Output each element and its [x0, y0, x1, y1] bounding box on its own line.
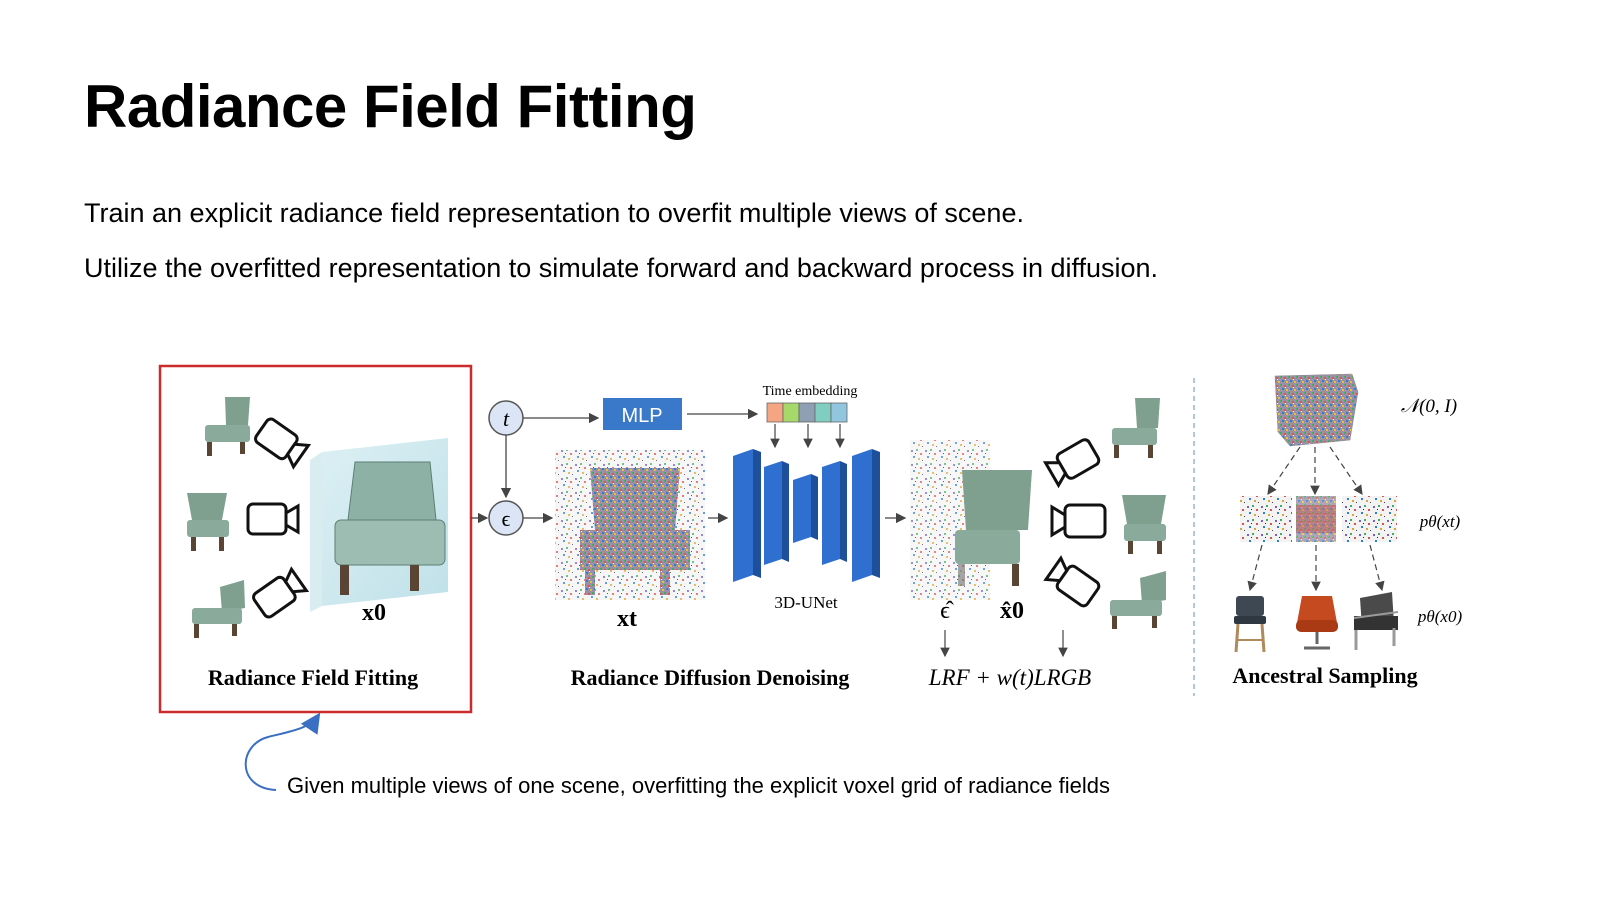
mlp-block	[603, 398, 682, 430]
epsilon-symbol: ϵ	[502, 506, 511, 531]
camera-output-3-icon	[1043, 555, 1101, 608]
unet-label: 3D-UNet	[774, 593, 838, 612]
bullet-point-1: Train an explicit radiance field represe…	[84, 198, 1024, 228]
sample-red-chair-icon	[1296, 596, 1338, 650]
bullet-point-2: Utilize the overfitted representation to…	[84, 253, 1159, 283]
time-embedding-vector	[766, 402, 848, 423]
loss-formula: LRF + w(t)LRGB	[928, 665, 1091, 690]
chair-output-3-icon	[1110, 571, 1166, 629]
xt-symbol: xt	[617, 606, 637, 632]
noise-volume	[1274, 373, 1359, 447]
fitting-panel-label: Radiance Field Fitting	[208, 665, 418, 690]
denoising-panel: t MLP Time embedding ϵ	[471, 384, 1166, 690]
t-symbol: t	[503, 406, 510, 431]
noisy-samples-xt	[1240, 496, 1397, 542]
sampling-panel-label: Ancestral Sampling	[1232, 663, 1417, 688]
camera-view-1-icon	[254, 417, 312, 470]
p-theta-x0-label: pθ(x0)	[1417, 607, 1463, 626]
p-theta-xt-label: pθ(xt)	[1419, 512, 1461, 531]
figure-caption: Given multiple views of one scene, overf…	[287, 773, 1110, 798]
sample-armchair-icon	[1353, 592, 1399, 650]
chair-output-2-icon	[1122, 495, 1166, 554]
denoising-panel-label: Radiance Diffusion Denoising	[571, 665, 850, 690]
mlp-label: MLP	[621, 405, 662, 427]
fitting-panel: x0 R	[158, 364, 473, 714]
chair-x0-icon	[334, 461, 446, 595]
camera-view-3-icon	[252, 566, 310, 619]
epsilon-hat-symbol: ϵ̂	[940, 598, 954, 624]
unet-blocks	[733, 449, 880, 582]
callout-arrow	[244, 712, 321, 791]
highlight-box	[158, 364, 473, 714]
camera-view-2-icon	[246, 502, 300, 536]
chair-view-1-icon	[205, 397, 250, 456]
denoised-output	[910, 440, 1032, 600]
sampling-panel: 𝒩(0, I) pθ(xt)	[1232, 373, 1463, 688]
camera-output-2-icon	[1050, 503, 1107, 539]
chair-output-1-icon	[1112, 398, 1160, 458]
noisy-chair-xt	[555, 450, 705, 600]
normal-distribution-label: 𝒩(0, I)	[1401, 396, 1457, 417]
page-title: Radiance Field Fitting	[84, 73, 697, 140]
chair-view-3-icon	[192, 580, 245, 638]
camera-output-1-icon	[1042, 438, 1101, 489]
chair-view-2-icon	[187, 493, 229, 551]
x0-symbol: x0	[362, 600, 386, 626]
x0-hat-symbol: x̂0	[1000, 598, 1024, 624]
sample-bar-stool-icon	[1234, 596, 1266, 653]
time-embedding-label: Time embedding	[763, 384, 858, 399]
